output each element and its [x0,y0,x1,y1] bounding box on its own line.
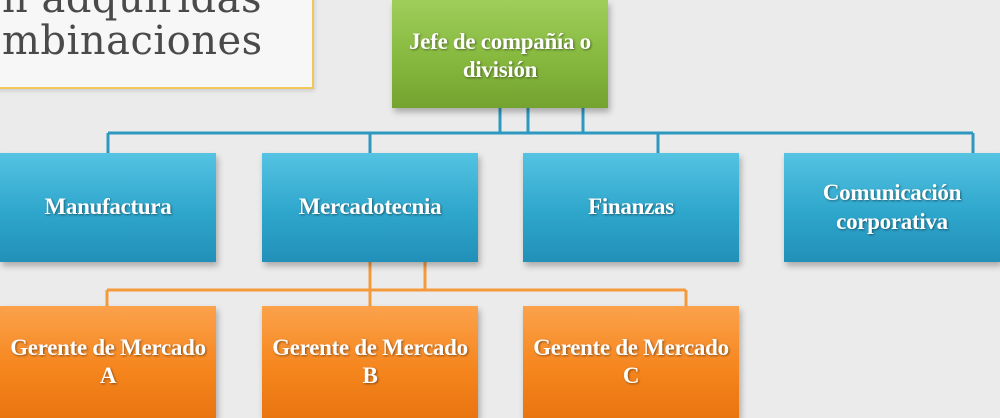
node-manager-mercado-c[interactable]: Gerente de Mercado C [523,306,739,418]
node-department-finanzas[interactable]: Finanzas [523,153,739,262]
node-manager-mercado-a[interactable]: Gerente de Mercado A [0,306,216,418]
node-department-label: Manufactura [44,194,172,220]
node-department-label: Finanzas [588,194,674,220]
slide-title-box: n adquiridas mbinaciones [0,0,314,89]
node-department-label: Comunicación corporativa [822,180,962,234]
connector-manager-drops [105,290,688,306]
connector-manager-stem [368,262,427,290]
node-department-comunicacion-corporativa[interactable]: Comunicación corporativa [784,153,1000,262]
slide-title-line-2: mbinaciones [2,18,263,64]
node-department-mercadotecnia[interactable]: Mercadotecnia [262,153,478,262]
node-department-label: Mercadotecnia [298,194,442,220]
node-manager-label: Gerente de Mercado A [10,334,206,388]
connector-root-stem [498,108,585,133]
node-root[interactable]: Jefe de compañía o división [392,0,608,108]
node-department-manufactura[interactable]: Manufactura [0,153,216,262]
node-root-label: Jefe de compañía o división [409,28,591,82]
node-manager-label: Gerente de Mercado C [533,334,729,388]
slide-title-line-1: n adquiridas [2,0,262,22]
node-manager-label: Gerente de Mercado B [272,334,468,388]
node-manager-mercado-b[interactable]: Gerente de Mercado B [262,306,478,418]
connector-department-drops [106,133,975,153]
